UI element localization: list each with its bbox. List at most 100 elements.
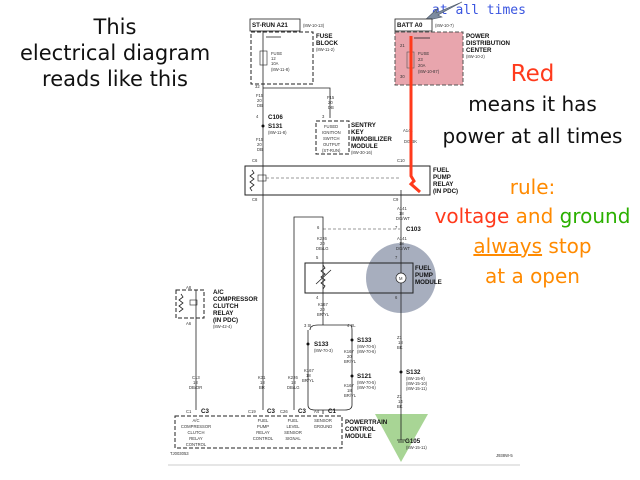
wire-label: DB/OR — [189, 385, 202, 390]
ref-label: (8W-10-2) — [466, 54, 485, 59]
skim-title: KEY — [351, 129, 365, 136]
relay-icon — [257, 174, 267, 182]
relay-label: (IN PDC) — [433, 188, 458, 195]
voltage-word: voltage — [434, 204, 510, 228]
pcm-title: MODULE — [345, 433, 372, 440]
wire-label: DG/WT — [396, 216, 410, 221]
wire-label: 20 — [320, 307, 325, 312]
ref-label: (8W-70-3) — [314, 348, 333, 353]
wire-label: DB — [257, 103, 263, 108]
splice-label: S133 — [357, 337, 372, 344]
connector-label: C8 — [252, 197, 258, 202]
wire-label: BR/YL — [317, 312, 330, 317]
ref-label: (8W-15-11) — [406, 386, 427, 391]
skim-label: OUTPUT — [323, 142, 341, 147]
pdc-label: CENTER — [466, 47, 492, 54]
st-run-box — [249, 18, 301, 32]
pdc-box — [394, 31, 464, 86]
skim-label: FUSED — [324, 124, 338, 129]
sender-resistor-icon — [320, 264, 326, 290]
wire-label: F15 — [256, 137, 264, 142]
wire-label: BK — [397, 404, 403, 409]
wire-label: A141 — [397, 236, 407, 241]
ground-word: ground — [559, 204, 631, 228]
st-run-label: ST-RUN A21 — [252, 22, 288, 29]
pin-label: 6 — [317, 225, 320, 230]
pin-label: A6 — [186, 321, 192, 326]
wire — [263, 87, 331, 118]
pcm-label: A/C — [193, 418, 200, 423]
fuse-label: 10A — [271, 61, 279, 66]
ac-relay-label: COMPRESSOR — [213, 296, 258, 303]
wire-label: C13 — [192, 375, 200, 380]
ref-label: (8W-10-7) — [435, 23, 454, 28]
ac-relay-label: A/C — [213, 289, 224, 296]
wire-label: DG/WT — [396, 246, 410, 251]
fuse-label: 12 — [271, 56, 276, 61]
intro-line: electrical diagram — [20, 41, 211, 65]
pcm-label: GROUND — [314, 424, 333, 429]
wire-label: DB — [257, 147, 263, 152]
splice-label: S131 — [268, 123, 283, 130]
coil-icon — [249, 169, 255, 192]
pin-label: 6 — [395, 295, 398, 300]
ref-label: (8W-30-16) — [351, 150, 373, 155]
rule-line: voltage and ground — [425, 204, 640, 228]
skim-title: SENTRY — [351, 122, 377, 129]
wire-label: 18 — [291, 380, 296, 385]
ac-relay-label: RELAY — [213, 310, 234, 317]
wire-label: Z1 — [397, 394, 403, 399]
fuse-label: FUSE — [418, 51, 429, 56]
ground-triangle — [375, 414, 428, 462]
pcm-label: RELAY — [189, 436, 203, 441]
motor-icon — [395, 272, 407, 284]
stop-word: stop — [542, 234, 592, 258]
wire-label: BR/YL — [344, 359, 357, 364]
skim-label: SWITCH — [323, 136, 340, 141]
skim-title: MODULE — [351, 143, 378, 150]
variable-arrow-icon — [315, 269, 332, 285]
wire-label: K167 — [304, 368, 314, 373]
splice-icon — [261, 124, 265, 128]
fuel-pump-module-box — [304, 262, 414, 294]
pcm-label: SENSOR — [314, 418, 332, 423]
connector-label: C19 — [248, 409, 256, 414]
wire-label: Z1 — [397, 335, 403, 340]
ground-label: G105 — [405, 438, 421, 445]
ac-relay-label: CLUTCH — [213, 303, 239, 310]
wire-label: BR/YL — [302, 378, 315, 383]
motor-label: M — [399, 276, 403, 281]
splice-label: S121 — [357, 373, 372, 380]
ref-label: (8W-70-6) — [357, 349, 376, 354]
pcm-pin-labels: A/C COMPRESSOR CLUTCH RELAY CONTROL FUEL… — [181, 418, 332, 447]
pin-label: 4 SL — [347, 323, 356, 328]
module-label: MODULE — [415, 279, 442, 286]
ref-label: (8W-15-9) — [406, 376, 425, 381]
fuel-pump-relay-box — [244, 165, 431, 196]
callout-arrow-icon — [422, 1, 463, 22]
wire-label: DB/LG — [287, 385, 300, 390]
pdc-label: DISTRIBUTION — [466, 40, 511, 47]
fuse-block-label: FUSE — [316, 33, 333, 40]
connector-label: C1 — [186, 409, 192, 414]
connector-label: C26 — [280, 409, 288, 414]
ref-label: (8W-11-8) — [268, 130, 287, 135]
wire-label: 20 — [328, 100, 333, 105]
wire-label: 20 — [257, 142, 262, 147]
ground-icon — [397, 414, 405, 443]
open-text: at a open — [485, 264, 580, 288]
connector-label: C3 — [201, 408, 209, 415]
pin-label: A8 — [186, 285, 192, 290]
pcm-label: CLUTCH — [188, 430, 205, 435]
pin-label: 7 — [395, 255, 398, 260]
wire-label: K167 — [344, 383, 354, 388]
figure-code: J938W-5 — [496, 453, 513, 458]
pdc-label: POWER — [466, 33, 490, 40]
connector-label: C1 — [328, 408, 336, 415]
batt-label: BATT A0 — [397, 22, 423, 29]
wire — [309, 320, 353, 331]
skim-label: IGNITION — [322, 130, 341, 135]
fuse-label: (8W-11-8) — [271, 67, 290, 72]
connector-label: C3 — [267, 408, 275, 415]
